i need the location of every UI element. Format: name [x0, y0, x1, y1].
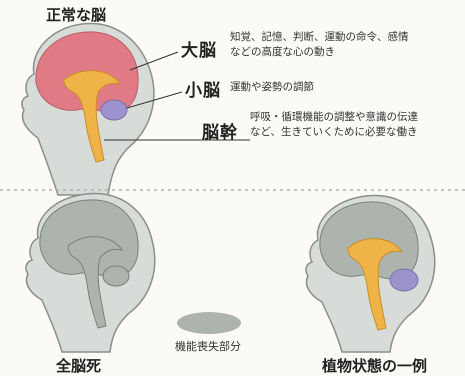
cerebrum-label: 大脳 — [181, 41, 217, 61]
whole-brain-death-label: 全脳死 — [56, 357, 102, 375]
brainstem-desc-line: など、生きていくために必要な働き — [250, 126, 418, 138]
vegetative-state-head — [305, 194, 436, 353]
cerebellum-description: 運動や姿勢の調節 — [230, 80, 314, 95]
lost-function-swatch — [177, 312, 241, 334]
leader-cerebellum — [126, 91, 183, 109]
normal-head — [21, 22, 250, 196]
brainstem — [63, 70, 122, 163]
lost-cerebellum — [102, 265, 130, 287]
brainstem — [347, 238, 404, 331]
normal-brain-title: 正常な脳 — [46, 6, 107, 24]
cerebrum-description: 知覚、記憶、判断、運動の命令、感情 などの高度な心の動き — [230, 30, 409, 60]
brainstem-label: 脳幹 — [202, 123, 238, 143]
cerebellum — [100, 99, 128, 121]
whole-brain-death-head — [25, 192, 156, 353]
cerebellum-desc-line: 運動や姿勢の調節 — [230, 81, 314, 93]
lost-function-legend-label: 機能喪失部分 — [175, 340, 241, 353]
brainstem-description: 呼吸・循環機能の調整や意識の伝達 など、生きていくために必要な働き — [250, 110, 418, 140]
cerebrum-desc-line: などの高度な心の動き — [230, 46, 335, 58]
brainstem-desc-line: 呼吸・循環機能の調整や意識の伝達 — [250, 111, 418, 123]
leader-cerebrum — [129, 51, 179, 71]
cerebrum-desc-line: 知覚、記憶、判断、運動の命令、感情 — [230, 31, 409, 43]
lost-brainstem — [67, 236, 124, 329]
vegetative-state-label: 植物状態の一例 — [322, 357, 428, 375]
cerebellum-label: 小脳 — [185, 81, 221, 101]
cerebellum — [389, 268, 419, 292]
